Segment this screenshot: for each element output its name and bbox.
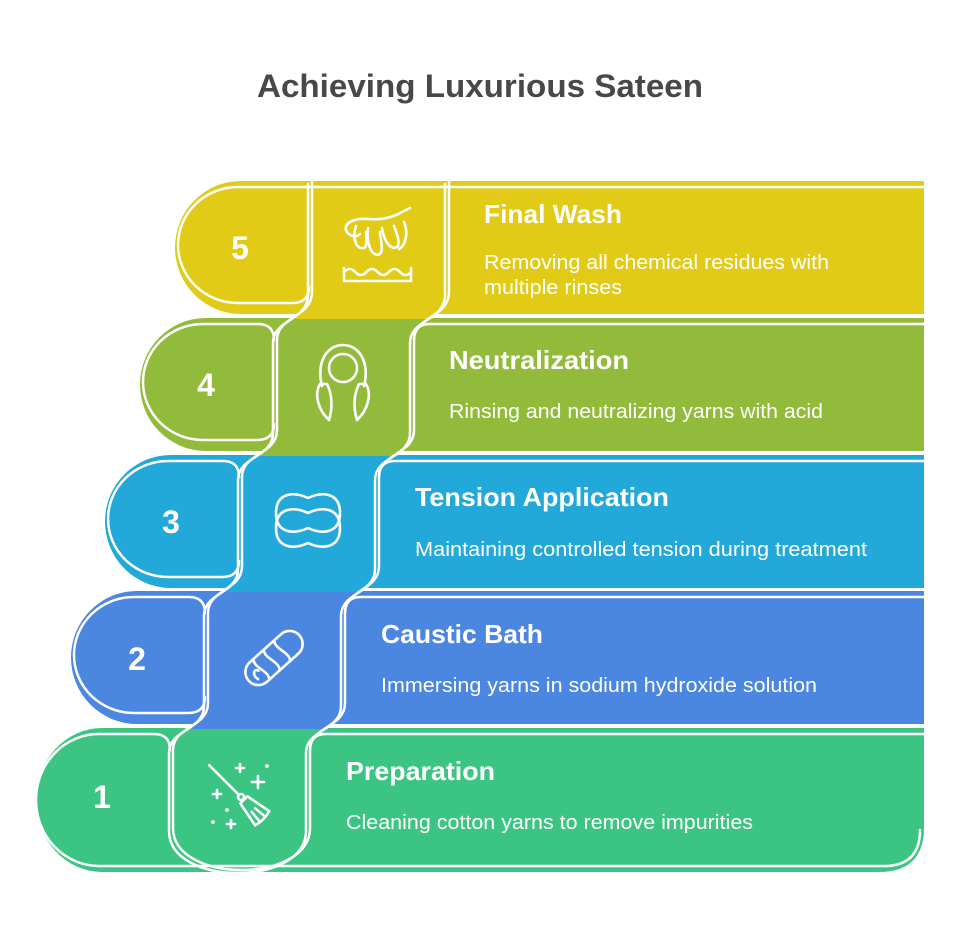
step-title: Caustic Bath (381, 619, 543, 649)
step-title: Preparation (346, 756, 495, 786)
step-3: 3 Tension Application Maintaining contro… (162, 482, 867, 561)
stretched-ring-icon (274, 493, 342, 548)
step-description-line-2: multiple rinses (484, 277, 622, 299)
step-1-band (36, 728, 924, 872)
step-number: 5 (231, 230, 249, 266)
step-number: 1 (93, 779, 111, 815)
step-4-band (140, 318, 925, 451)
hand-washing-icon (342, 206, 413, 283)
towel-around-neck-icon (316, 343, 370, 422)
step-3-pill-outline (106, 459, 241, 579)
yarn-skein-icon (244, 629, 304, 687)
step-4-channel (261, 443, 398, 456)
step-5-outline (176, 185, 926, 305)
step-description: Rinsing and neutralizing yarns with acid (449, 401, 823, 423)
band-outlines (34, 179, 926, 875)
step-title: Neutralization (449, 345, 629, 375)
step-5-channel (296, 306, 433, 319)
step-description-line-1: Removing all chemical residues with (484, 252, 829, 274)
step-title: Tension Application (415, 482, 669, 512)
step-description: Maintaining controlled tension during tr… (415, 539, 867, 561)
step-4: 4 Neutralization Rinsing and neutralizin… (197, 343, 823, 423)
step-5: 5 Final Wash Removing all chemical resid… (231, 199, 829, 299)
step-description: Immersing yarns in sodium hydroxide solu… (381, 675, 817, 697)
broom-sparkles-icon (207, 762, 271, 830)
step-number: 2 (128, 641, 146, 677)
diagram-title: Achieving Luxurious Sateen (257, 68, 703, 104)
step-title: Final Wash (484, 199, 622, 229)
step-2-channel (192, 716, 329, 729)
step-2-band (71, 591, 925, 724)
step-description: Cleaning cotton yarns to remove impuriti… (346, 812, 753, 834)
step-3-channel (226, 580, 363, 592)
step-2-pill-outline (72, 595, 207, 715)
step-number: 3 (162, 504, 180, 540)
step-4-pill-outline (141, 322, 276, 442)
step-1: 1 Preparation Cleaning cotton yarns to r… (93, 756, 753, 834)
step-2: 2 Caustic Bath Immersing yarns in sodium… (128, 619, 817, 697)
step-number: 4 (197, 367, 215, 403)
icon-channel-divider-echo (167, 182, 447, 875)
step-3-band (105, 455, 925, 588)
step-1-outline (34, 732, 922, 868)
